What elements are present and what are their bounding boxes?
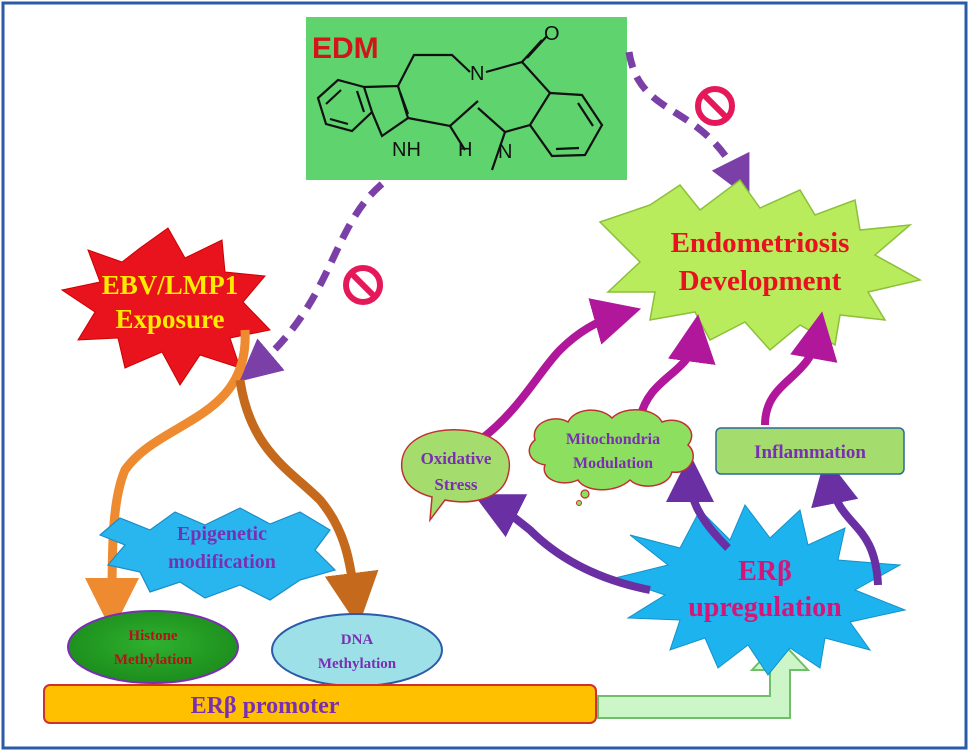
arrow-oxidative-to-endometriosis [477, 298, 642, 444]
arrow-to-dna [235, 379, 379, 627]
inhibit-arrow-to-ebv [239, 181, 385, 382]
histone-methylation-ellipse: Histone Methylation [67, 610, 239, 684]
arrow-inflammation-to-endometriosis [761, 311, 838, 426]
epigenetic-modification-shape: Epigenetic modification [98, 507, 337, 601]
edm-atom-h: H [458, 139, 472, 161]
ebv-exposure-burst: EBV/LMP1 Exposure [60, 227, 271, 386]
erb-line1: ERβ [738, 556, 792, 587]
arrow-to-histone [85, 329, 250, 632]
histone-line2: Methylation [114, 652, 193, 668]
edm-structure-box: EDM O N NH H N [306, 17, 627, 180]
edm-atom-nh: NH [392, 139, 421, 161]
erb-promoter-bar: ERβ promoter [43, 684, 597, 724]
epigenetic-line1: Epigenetic [177, 523, 267, 545]
dna-line2: Methylation [318, 656, 397, 672]
edm-label: EDM [312, 32, 379, 65]
ebv-line2: Exposure [115, 304, 224, 334]
inflammation-label: Inflammation [754, 442, 866, 463]
arrow-erb-to-inflammation [811, 456, 882, 586]
endometriosis-line1: Endometriosis [671, 227, 850, 259]
arrow-erb-to-oxidative [473, 494, 651, 594]
endometriosis-burst: Endometriosis Development [598, 178, 923, 352]
promoter-to-erb-arrow [597, 638, 811, 719]
arrow-erb-to-mitochondria [666, 454, 731, 551]
arrow-mitochondria-to-endometriosis [636, 314, 716, 420]
edm-atom-o: O [544, 23, 560, 45]
ebv-line1: EBV/LMP1 [102, 270, 239, 300]
erb-upregulation-burst: ERβ upregulation [613, 504, 907, 676]
inhibit-arrow-to-endometriosis [625, 51, 750, 199]
edm-chemical-structure [316, 35, 604, 171]
oxidative-stress-callout: Oxidative Stress [401, 429, 511, 523]
mitochondria-line1: Mitochondria [566, 431, 660, 448]
inhibit-sign-right [695, 86, 735, 126]
erb-line2: upregulation [688, 592, 842, 623]
inflammation-box: Inflammation [715, 427, 905, 475]
epigenetic-line2: modification [168, 551, 276, 573]
edm-atom-amide-n: N [470, 63, 484, 85]
oxidative-line2: Stress [434, 475, 478, 494]
mitochondria-line2: Modulation [573, 455, 653, 472]
endometriosis-line2: Development [679, 265, 842, 297]
histone-line1: Histone [128, 628, 178, 644]
oxidative-line1: Oxidative [421, 449, 492, 468]
promoter-label: ERβ promoter [191, 693, 340, 719]
inhibit-sign-left [343, 265, 383, 305]
mitochondria-modulation-cloud: Mitochondria Modulation [528, 408, 694, 506]
dna-line1: DNA [341, 632, 374, 648]
edm-atom-methyl-n: N [498, 141, 512, 163]
dna-methylation-ellipse: DNA Methylation [271, 613, 443, 687]
